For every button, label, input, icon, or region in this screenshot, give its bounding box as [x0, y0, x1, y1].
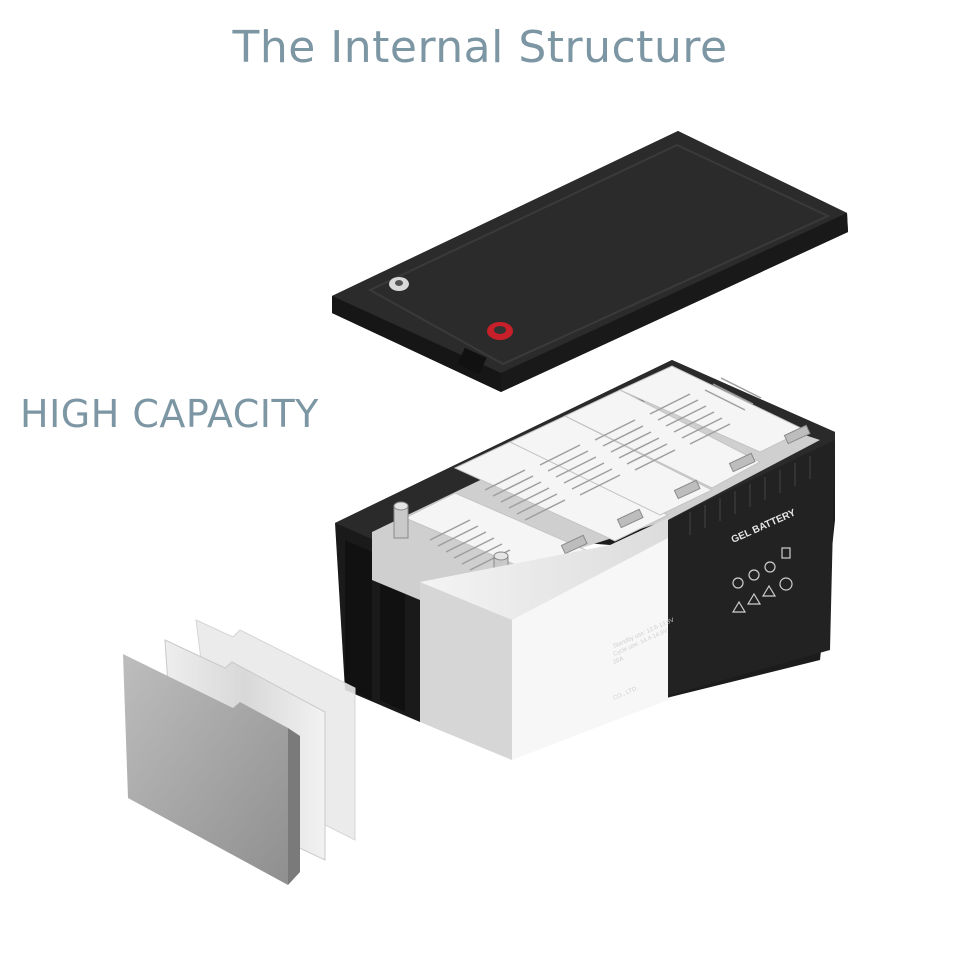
negative-terminal-icon — [389, 277, 409, 291]
separator-plates — [123, 620, 355, 885]
positive-terminal-icon — [487, 322, 513, 340]
battery-lid — [332, 131, 848, 392]
terminal-post-icon — [394, 502, 408, 538]
